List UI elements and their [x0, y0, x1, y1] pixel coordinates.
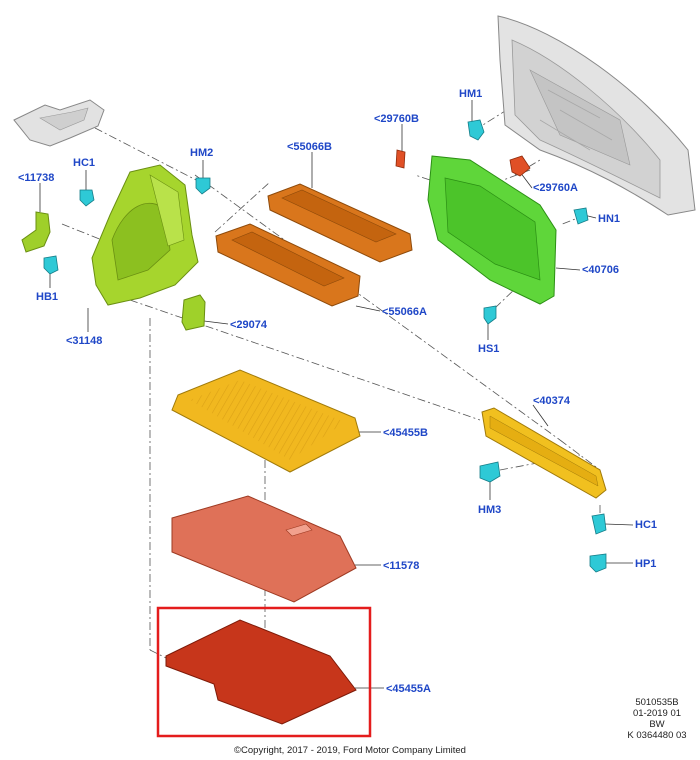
drawing-initials: BW	[649, 719, 665, 730]
clip-hc1-right	[591, 513, 607, 535]
callout-31148: <31148	[66, 335, 102, 347]
drawing-date: 01-2019 01	[632, 708, 682, 719]
clip-hn1	[573, 207, 589, 225]
floor-mat-45455a	[165, 619, 357, 725]
callout-hp1: HP1	[635, 558, 656, 570]
callout-labels: HM1 <29760B HC1 HM2 <55066B <11738 <2976…	[18, 88, 657, 695]
block-29074	[181, 294, 206, 331]
callout-11738: <11738	[18, 172, 54, 184]
callout-40706: <40706	[582, 264, 619, 276]
callout-hb1: HB1	[36, 291, 58, 303]
callout-29074: <29074	[230, 319, 268, 331]
callout-55066b: <55066B	[287, 141, 332, 153]
callout-hc1-right: HC1	[635, 519, 657, 531]
clip-hb1	[43, 255, 59, 275]
callout-55066a: <55066A	[382, 306, 427, 318]
clip-hm1	[467, 119, 485, 141]
callout-hm3: HM3	[478, 504, 501, 516]
callout-hs1: HS1	[478, 343, 499, 355]
clip-hp1	[589, 553, 607, 573]
bracket-11738	[21, 211, 51, 253]
clip-hc1-left	[79, 189, 95, 207]
callout-hm1: HM1	[459, 88, 482, 100]
load-cover-55066b	[267, 183, 413, 263]
callout-11578: <11578	[383, 560, 419, 572]
clip-29760a	[509, 155, 531, 177]
clip-hm2	[195, 177, 211, 195]
drawing-reference: 5010535B 01-2019 01 BW K 0364480 03	[622, 697, 692, 741]
load-cover-55066a	[215, 223, 361, 307]
copyright-notice: ©Copyright, 2017 - 2019, Ford Motor Comp…	[234, 745, 466, 756]
highlight-box	[156, 606, 372, 738]
tailgate-panel	[497, 15, 696, 216]
callout-45455a: <45455A	[386, 683, 431, 695]
callout-29760b: <29760B	[374, 113, 419, 125]
body-bracket	[13, 99, 105, 147]
callout-45455b: <45455B	[383, 427, 428, 439]
drawing-number: 5010535B	[635, 697, 679, 708]
clip-29760b	[395, 149, 406, 169]
clip-hm3	[479, 461, 501, 483]
callout-hm2: HM2	[190, 147, 213, 159]
callout-29760a: <29760A	[533, 182, 578, 194]
clip-hs1	[483, 305, 497, 325]
fastener-clips	[43, 119, 607, 573]
tailgate-liner-40706	[427, 155, 557, 305]
floor-mat-11578	[171, 495, 357, 603]
side-trim-panel-31148	[91, 164, 199, 306]
drawing-code: K 0364480 03	[627, 730, 687, 741]
load-floor-45455b	[171, 369, 361, 473]
callout-hn1: HN1	[598, 213, 620, 225]
callout-hc1-left: HC1	[73, 157, 95, 169]
callout-40374: <40374	[533, 395, 571, 407]
scuff-plate-40374	[481, 407, 607, 499]
